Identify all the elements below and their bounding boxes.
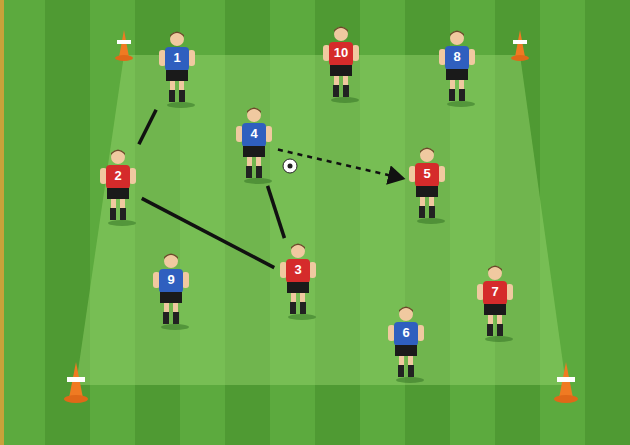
player: 8 [435, 27, 479, 107]
player: 5 [405, 144, 449, 224]
movement-line [139, 110, 156, 144]
player: 7 [473, 262, 517, 342]
player: 1 [155, 28, 199, 108]
shirt-number: 9 [149, 271, 193, 289]
player: 9 [149, 250, 193, 330]
shirt-number: 5 [405, 165, 449, 183]
player-figure [435, 27, 479, 107]
shirt-number: 2 [96, 167, 140, 185]
pass-arrow [278, 150, 403, 179]
player: 4 [232, 104, 276, 184]
shirt-number: 6 [384, 324, 428, 342]
player: 3 [276, 240, 320, 320]
player-figure [149, 250, 193, 330]
player-figure [319, 23, 363, 103]
shirt-number: 10 [319, 44, 363, 62]
shirt-number: 7 [473, 283, 517, 301]
player: 2 [96, 146, 140, 226]
player-figure [155, 28, 199, 108]
player: 10 [319, 23, 363, 103]
player-figure [405, 144, 449, 224]
shirt-number: 4 [232, 125, 276, 143]
player-figure [276, 240, 320, 320]
player-figure [232, 104, 276, 184]
player-figure [96, 146, 140, 226]
shirt-number: 8 [435, 48, 479, 66]
shirt-number: 1 [155, 49, 199, 67]
movement-line [142, 198, 274, 267]
shirt-number: 3 [276, 261, 320, 279]
player-figure [473, 262, 517, 342]
movement-line [268, 186, 285, 238]
player: 6 [384, 303, 428, 383]
player-figure [384, 303, 428, 383]
